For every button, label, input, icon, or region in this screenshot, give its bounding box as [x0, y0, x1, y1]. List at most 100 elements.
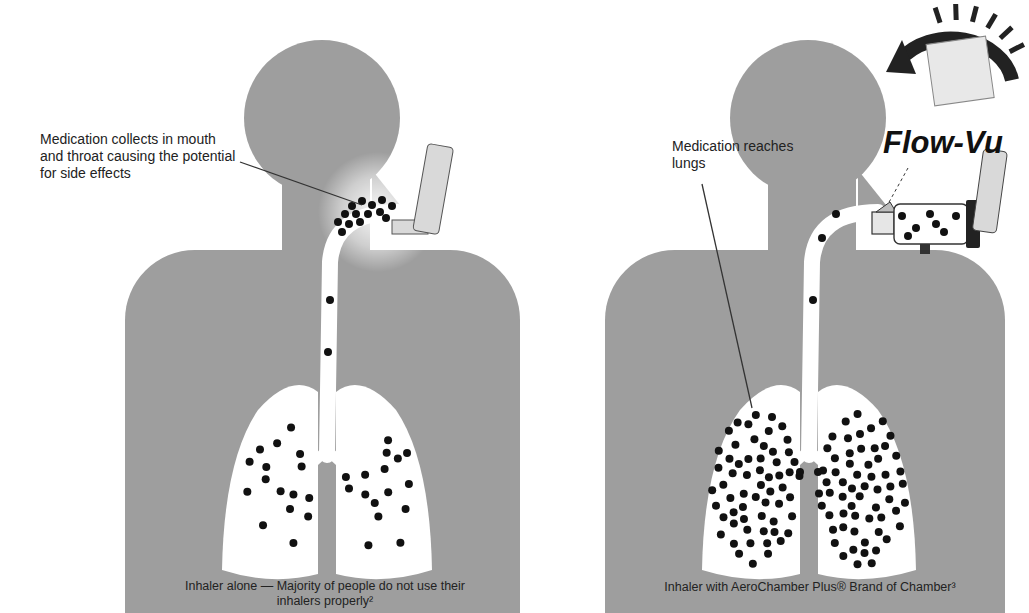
motion-ray	[988, 14, 996, 28]
medication-dot	[286, 505, 294, 513]
motion-ray	[1010, 44, 1024, 51]
medication-dot	[361, 471, 369, 479]
medication-dot	[770, 517, 778, 525]
medication-dot	[867, 473, 875, 481]
medication-dot	[778, 422, 786, 430]
medication-dot	[752, 493, 760, 501]
medication-dot	[719, 481, 727, 489]
medication-dot	[743, 526, 751, 534]
medication-dot	[848, 502, 856, 510]
callout-text: Medication reaches lungs	[672, 138, 822, 172]
medication-dot	[338, 228, 346, 236]
bronchi	[305, 450, 349, 470]
medication-dot	[405, 480, 413, 488]
medication-dot	[901, 499, 909, 507]
medication-dot	[396, 539, 404, 547]
left-figure	[125, 40, 520, 613]
medication-dot	[273, 439, 281, 447]
leader-line	[702, 184, 752, 408]
flow-vu-indicator	[876, 202, 896, 212]
medication-dot	[892, 452, 900, 460]
medication-dot	[720, 513, 728, 521]
medication-dot	[899, 480, 907, 488]
medication-dot	[844, 434, 852, 442]
medication-dot	[760, 527, 768, 535]
medication-dot	[740, 490, 748, 498]
medication-dot	[382, 214, 390, 222]
airway	[809, 212, 878, 455]
medication-dot	[846, 460, 854, 468]
medication-dot	[708, 486, 716, 494]
medication-dot	[864, 461, 872, 469]
medication-dot	[861, 539, 869, 547]
medication-dot	[832, 210, 840, 218]
medication-dots	[243, 196, 413, 549]
medication-dot	[809, 296, 817, 304]
medication-dot	[861, 482, 869, 490]
medication-dot	[839, 478, 847, 486]
leader-line	[240, 162, 362, 205]
medication-dot	[287, 424, 295, 432]
medication-dot	[760, 442, 768, 450]
medication-dot	[871, 444, 879, 452]
medication-dot	[757, 481, 765, 489]
medication-dot	[714, 464, 722, 472]
medication-dot	[856, 430, 864, 438]
inhaler-canister	[413, 143, 454, 234]
left-lung	[222, 385, 318, 579]
chamber-body	[894, 204, 968, 244]
medication-dot	[402, 505, 410, 513]
medication-dot	[715, 447, 723, 455]
medication-dot	[739, 503, 747, 511]
medication-dot	[345, 484, 353, 492]
medication-dot	[828, 433, 836, 441]
medication-dot	[384, 488, 392, 496]
medication-dot	[262, 475, 270, 483]
medication-dot	[765, 427, 773, 435]
medication-dot	[750, 435, 758, 443]
medication-dot	[785, 448, 793, 456]
medication-dot	[839, 523, 847, 531]
medication-dot	[757, 454, 765, 462]
medication-dot	[892, 507, 900, 515]
medication-dot	[371, 499, 379, 507]
arrowhead	[886, 40, 916, 74]
medication-dot	[839, 552, 847, 560]
medication-dot	[305, 494, 313, 502]
right-figure	[605, 4, 1024, 613]
medication-dot	[775, 500, 783, 508]
medication-dot	[374, 512, 382, 520]
medication-dot	[779, 484, 787, 492]
medication-dot	[842, 418, 850, 426]
medication-dot	[744, 420, 752, 428]
medication-dot	[246, 458, 254, 466]
medication-dot	[877, 513, 885, 521]
medication-dot	[823, 478, 831, 486]
medication-dot	[725, 455, 733, 463]
medication-dot	[289, 539, 297, 547]
medication-dot	[886, 483, 894, 491]
medication-dot	[826, 489, 834, 497]
medication-dot	[818, 502, 826, 510]
medication-dot	[952, 212, 960, 220]
motion-ray	[935, 8, 940, 23]
medication-dot	[874, 455, 882, 463]
medication-dot	[334, 218, 342, 226]
medication-dot	[851, 512, 859, 520]
medication-dot	[752, 411, 760, 419]
caption: Inhaler with AeroChamber Plus® Brand of …	[660, 580, 960, 595]
medication-dot	[790, 458, 798, 466]
medication-dot	[829, 526, 837, 534]
medication-dot	[298, 463, 306, 471]
medication-dot	[886, 432, 894, 440]
medication-dot	[784, 436, 792, 444]
medication-dot	[854, 410, 862, 418]
medication-dot	[352, 210, 360, 218]
pointer-line	[888, 168, 908, 204]
right-lung	[336, 385, 432, 579]
medication-dot	[364, 210, 372, 218]
left-lung	[702, 385, 800, 579]
medication-dot	[394, 455, 402, 463]
medication-dot	[766, 487, 774, 495]
medication-dot	[712, 502, 720, 510]
